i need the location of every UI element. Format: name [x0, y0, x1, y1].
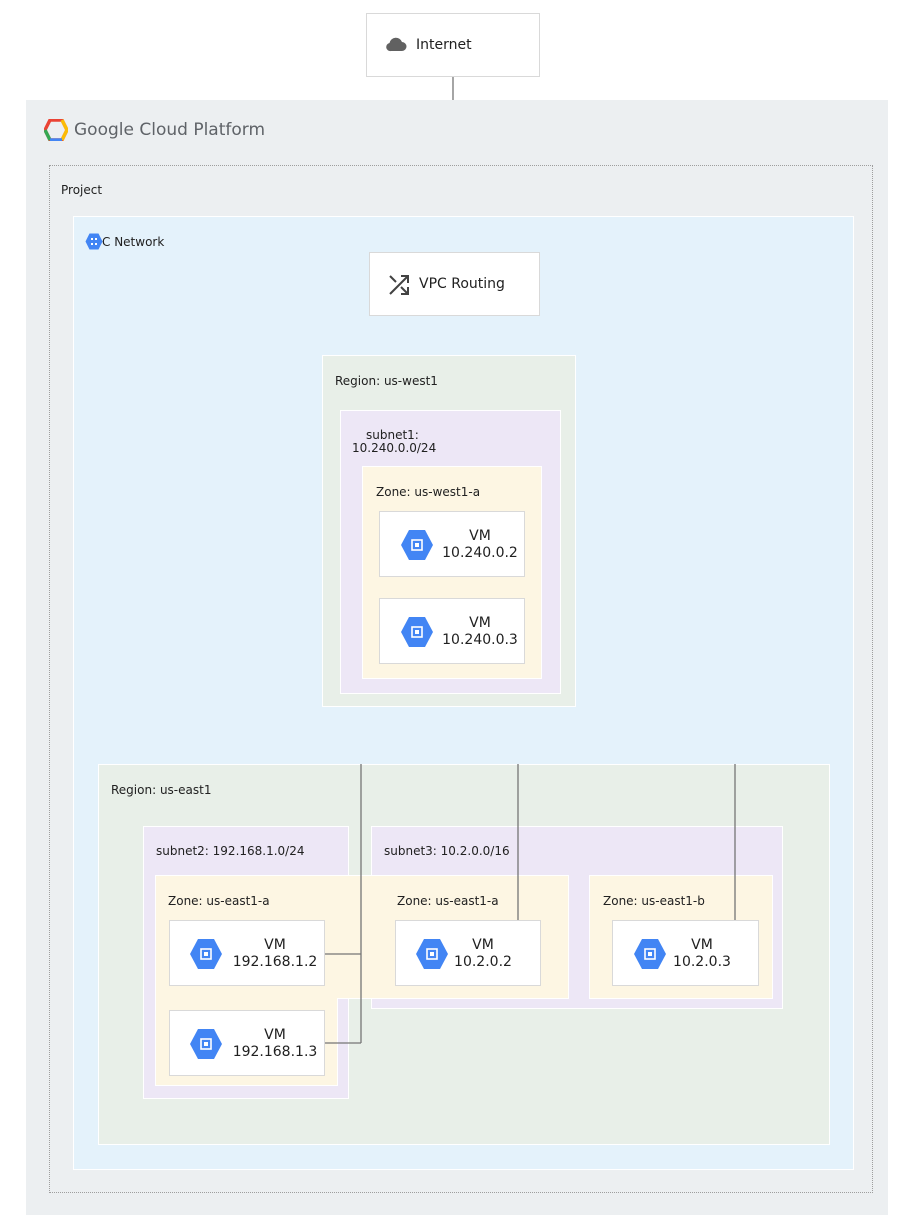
zone-us-west1-a-label: Zone: us-west1-a: [376, 485, 481, 499]
subnet2-label: subnet2: 192.168.1.0/24: [156, 844, 305, 858]
vm-card[interactable]: VM 10.2.0.3: [612, 920, 759, 986]
subnet1-label-line1: subnet1:: [366, 428, 419, 442]
vm-name: VM: [469, 615, 491, 631]
vm-name: VM: [264, 1027, 286, 1043]
compute-engine-icon: [401, 617, 433, 647]
subnet1-label-line2: 10.240.0.0/24: [352, 441, 437, 455]
internet-label: Internet: [416, 37, 472, 53]
vm-ip: 192.168.1.2: [232, 954, 318, 970]
gcp-brand: Google Cloud Platform: [74, 120, 265, 140]
project-container: Project: [49, 165, 873, 1193]
compute-engine-icon: [190, 939, 222, 969]
zone-us-east1-b-label: Zone: us-east1-b: [603, 894, 705, 908]
region-us-east1-label: Region: us-east1: [111, 783, 212, 797]
vm-text: VM 10.2.0.2: [451, 937, 515, 971]
zone-us-east1-a-subnet3-label: Zone: us-east1-a: [397, 894, 499, 908]
gcp-logo-icon: [44, 119, 68, 141]
vm-text: VM 10.2.0.3: [670, 937, 734, 971]
vm-ip: 10.2.0.3: [673, 954, 731, 970]
vm-text: VM 10.240.0.3: [437, 615, 523, 649]
region-us-west1-label: Region: us-west1: [335, 374, 438, 388]
gcp-brand-google: Google: [74, 120, 134, 140]
compute-engine-icon: [401, 530, 433, 560]
vm-text: VM 192.168.1.2: [226, 937, 324, 971]
zone-us-east1-a-subnet2-label: Zone: us-east1-a: [168, 894, 270, 908]
vm-name: VM: [469, 528, 491, 544]
gcp-brand-rest: Cloud Platform: [139, 120, 266, 140]
vm-text: VM 192.168.1.3: [226, 1027, 324, 1061]
shuffle-icon: [389, 275, 409, 295]
vm-ip: 192.168.1.3: [232, 1044, 318, 1060]
subnet3-label: subnet3: 10.2.0.0/16: [384, 844, 510, 858]
vpc-network-label: C Network: [102, 235, 165, 249]
vm-ip: 10.2.0.2: [454, 954, 512, 970]
vm-ip: 10.240.0.3: [442, 632, 518, 648]
project-label: Project: [61, 183, 103, 197]
vm-card[interactable]: VM 10.240.0.2: [379, 511, 525, 577]
vm-name: VM: [472, 937, 494, 953]
vm-ip: 10.240.0.2: [442, 545, 518, 561]
vpc-routing-box[interactable]: VPC Routing: [369, 252, 540, 316]
vm-card[interactable]: VM 10.2.0.2: [395, 920, 541, 986]
vm-text: VM 10.240.0.2: [437, 528, 523, 562]
internet-box[interactable]: Internet: [366, 13, 540, 77]
cloud-icon: [386, 37, 407, 52]
vm-name: VM: [691, 937, 713, 953]
vpc-network-icon: [85, 233, 103, 250]
compute-engine-icon: [416, 939, 448, 969]
compute-engine-icon: [190, 1029, 222, 1059]
vpc-routing-label: VPC Routing: [419, 276, 505, 292]
vm-name: VM: [264, 937, 286, 953]
compute-engine-icon: [634, 939, 666, 969]
vm-card[interactable]: VM 192.168.1.3: [169, 1010, 325, 1076]
vm-card[interactable]: VM 10.240.0.3: [379, 598, 525, 664]
vm-card[interactable]: VM 192.168.1.2: [169, 920, 325, 986]
